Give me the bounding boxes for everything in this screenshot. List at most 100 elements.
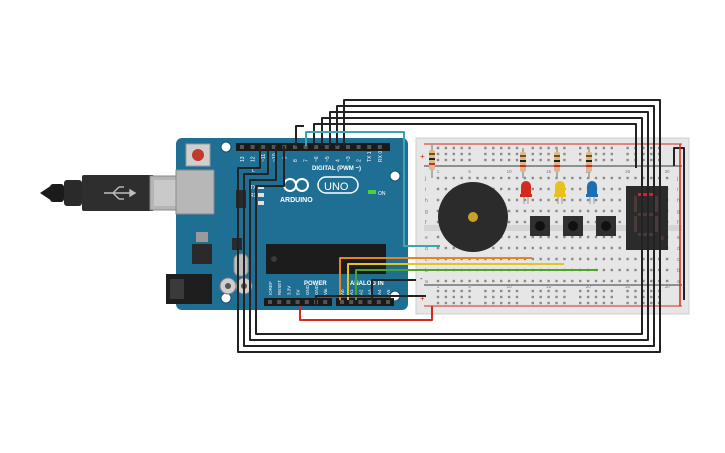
analog-pin[interactable] bbox=[340, 300, 344, 304]
rail-hole[interactable] bbox=[610, 289, 613, 293]
breadboard-hole[interactable] bbox=[626, 176, 629, 180]
rail-hole[interactable] bbox=[650, 158, 653, 162]
rail-hole[interactable] bbox=[444, 152, 448, 156]
rail-hole[interactable] bbox=[452, 152, 455, 156]
breadboard-hole[interactable] bbox=[610, 176, 613, 180]
rail-hole[interactable] bbox=[594, 146, 598, 150]
rail-hole[interactable] bbox=[594, 289, 598, 293]
breadboard-hole[interactable] bbox=[547, 246, 550, 250]
rail-hole[interactable] bbox=[563, 152, 566, 156]
breadboard-hole[interactable] bbox=[492, 176, 495, 180]
rail-hole[interactable] bbox=[531, 289, 534, 293]
pushbutton-2[interactable] bbox=[563, 216, 583, 236]
rail-hole[interactable] bbox=[444, 301, 448, 305]
rail-hole[interactable] bbox=[452, 301, 455, 305]
rail-hole[interactable] bbox=[634, 289, 637, 293]
power-pin[interactable] bbox=[286, 300, 291, 304]
rail-hole[interactable] bbox=[602, 158, 606, 162]
breadboard-hole[interactable] bbox=[563, 279, 566, 283]
rail-hole[interactable] bbox=[634, 301, 637, 305]
breadboard-hole[interactable] bbox=[563, 246, 566, 250]
breadboard-hole[interactable] bbox=[460, 279, 463, 283]
breadboard-hole[interactable] bbox=[594, 235, 598, 239]
breadboard-hole[interactable] bbox=[539, 246, 542, 250]
breadboard-hole[interactable] bbox=[586, 176, 590, 180]
rail-hole[interactable] bbox=[460, 289, 463, 293]
breadboard-hole[interactable] bbox=[586, 198, 590, 202]
breadboard-hole[interactable] bbox=[531, 187, 534, 191]
breadboard-hole[interactable] bbox=[515, 209, 519, 213]
rail-hole[interactable] bbox=[586, 146, 590, 150]
breadboard-hole[interactable] bbox=[586, 235, 590, 239]
breadboard-hole[interactable] bbox=[507, 209, 511, 213]
rail-hole[interactable] bbox=[642, 295, 645, 299]
rail-hole[interactable] bbox=[500, 289, 503, 293]
breadboard-hole[interactable] bbox=[531, 176, 534, 180]
breadboard-hole[interactable] bbox=[610, 209, 613, 213]
breadboard-hole[interactable] bbox=[665, 176, 669, 180]
rail-hole[interactable] bbox=[547, 295, 550, 299]
breadboard-hole[interactable] bbox=[602, 209, 606, 213]
rail-hole[interactable] bbox=[492, 289, 495, 293]
breadboard-hole[interactable] bbox=[571, 209, 574, 213]
rail-hole[interactable] bbox=[626, 289, 629, 293]
breadboard-hole[interactable] bbox=[602, 257, 606, 261]
breadboard-hole[interactable] bbox=[579, 209, 582, 213]
rail-hole[interactable] bbox=[500, 146, 503, 150]
breadboard-hole[interactable] bbox=[563, 176, 566, 180]
breadboard-hole[interactable] bbox=[563, 257, 566, 261]
rail-hole[interactable] bbox=[460, 295, 463, 299]
digital-pin[interactable] bbox=[335, 145, 340, 149]
rail-hole[interactable] bbox=[460, 152, 463, 156]
breadboard-hole[interactable] bbox=[602, 279, 606, 283]
breadboard-hole[interactable] bbox=[579, 187, 582, 191]
breadboard-hole[interactable] bbox=[515, 279, 519, 283]
breadboard-hole[interactable] bbox=[602, 268, 606, 272]
breadboard-hole[interactable] bbox=[555, 220, 558, 224]
rail-hole[interactable] bbox=[539, 289, 542, 293]
breadboard-hole[interactable] bbox=[642, 268, 645, 272]
breadboard-hole[interactable] bbox=[563, 235, 566, 239]
breadboard-hole[interactable] bbox=[507, 220, 511, 224]
breadboard-hole[interactable] bbox=[436, 198, 440, 202]
breadboard-hole[interactable] bbox=[515, 187, 519, 191]
breadboard-hole[interactable] bbox=[650, 257, 653, 261]
rail-hole[interactable] bbox=[626, 146, 629, 150]
rail-hole[interactable] bbox=[602, 146, 606, 150]
breadboard-hole[interactable] bbox=[610, 246, 613, 250]
rail-hole[interactable] bbox=[626, 301, 629, 305]
breadboard-hole[interactable] bbox=[618, 235, 621, 239]
rail-hole[interactable] bbox=[586, 295, 590, 299]
breadboard-hole[interactable] bbox=[618, 279, 621, 283]
rail-hole[interactable] bbox=[586, 289, 590, 293]
breadboard-hole[interactable] bbox=[602, 187, 606, 191]
breadboard-hole[interactable] bbox=[650, 268, 653, 272]
analog-pin[interactable] bbox=[358, 300, 363, 304]
breadboard-hole[interactable] bbox=[579, 235, 582, 239]
breadboard-hole[interactable] bbox=[665, 257, 669, 261]
rail-hole[interactable] bbox=[547, 301, 550, 305]
rail-hole[interactable] bbox=[594, 158, 598, 162]
rail-hole[interactable] bbox=[500, 301, 503, 305]
breadboard-hole[interactable] bbox=[650, 176, 653, 180]
breadboard-hole[interactable] bbox=[468, 176, 471, 180]
analog-pin[interactable] bbox=[367, 300, 372, 304]
rail-hole[interactable] bbox=[586, 301, 590, 305]
breadboard-hole[interactable] bbox=[610, 257, 613, 261]
rail-hole[interactable] bbox=[507, 146, 511, 150]
rail-hole[interactable] bbox=[452, 146, 455, 150]
rail-hole[interactable] bbox=[507, 295, 511, 299]
breadboard-hole[interactable] bbox=[586, 220, 590, 224]
breadboard-hole[interactable] bbox=[515, 198, 519, 202]
breadboard-hole[interactable] bbox=[555, 279, 558, 283]
breadboard-hole[interactable] bbox=[602, 198, 606, 202]
rail-hole[interactable] bbox=[460, 146, 463, 150]
rail-hole[interactable] bbox=[460, 301, 463, 305]
breadboard-hole[interactable] bbox=[555, 246, 558, 250]
breadboard-hole[interactable] bbox=[507, 279, 511, 283]
rail-hole[interactable] bbox=[492, 152, 495, 156]
breadboard-hole[interactable] bbox=[515, 235, 519, 239]
rail-hole[interactable] bbox=[555, 289, 558, 293]
digital-pin[interactable] bbox=[377, 145, 382, 149]
rail-hole[interactable] bbox=[563, 295, 566, 299]
